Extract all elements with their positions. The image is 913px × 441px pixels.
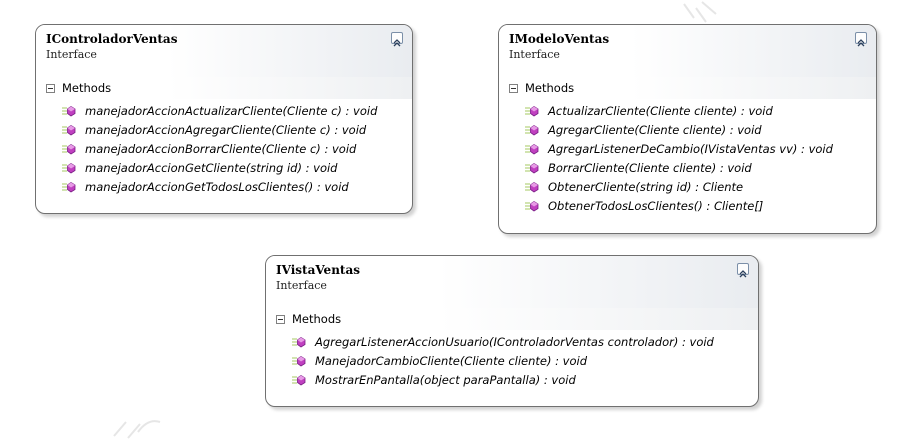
method-row[interactable]: AgregarCliente(Cliente cliente) : void — [525, 120, 876, 139]
method-signature: ManejadorCambioCliente(Cliente cliente) … — [315, 353, 587, 368]
method-list: AgregarListenerAccionUsuario(IControlado… — [266, 330, 758, 389]
method-signature: manejadorAccionBorrarCliente(Cliente c) … — [85, 141, 357, 156]
method-icon — [525, 105, 539, 116]
interface-name: IControladorVentas — [46, 32, 178, 46]
method-icon — [525, 162, 539, 173]
collapse-minus-icon[interactable] — [46, 83, 55, 93]
method-icon — [62, 143, 76, 154]
interface-name: IModeloVentas — [509, 32, 610, 46]
method-icon — [525, 143, 539, 154]
interface-stereotype: Interface — [46, 48, 97, 61]
interface-box[interactable]: IControladorVentas Interface Methods man… — [35, 24, 413, 214]
method-list: manejadorAccionActualizarCliente(Cliente… — [36, 99, 412, 196]
method-signature: manejadorAccionAgregarCliente(Cliente c)… — [85, 122, 367, 137]
collapse-chevron-icon[interactable] — [391, 32, 403, 47]
method-signature: manejadorAccionActualizarCliente(Cliente… — [85, 103, 378, 118]
method-row[interactable]: manejadorAccionAgregarCliente(Cliente c)… — [62, 120, 412, 139]
interface-header: IVistaVentas Interface — [266, 256, 758, 308]
methods-section-label: Methods — [62, 81, 112, 95]
methods-section-header[interactable]: Methods — [266, 308, 758, 330]
method-signature: ObtenerTodosLosClientes() : Cliente[] — [548, 198, 764, 213]
method-row[interactable]: manejadorAccionActualizarCliente(Cliente… — [62, 101, 412, 120]
double-chevron-up-icon — [739, 270, 747, 278]
methods-section-header[interactable]: Methods — [499, 77, 876, 99]
method-icon — [525, 200, 539, 211]
method-row[interactable]: AgregarListenerAccionUsuario(IControlado… — [292, 332, 758, 351]
method-row[interactable]: AgregarListenerDeCambio(IVistaVentas vv)… — [525, 139, 876, 158]
interface-box[interactable]: IVistaVentas Interface Methods AgregarLi… — [265, 255, 759, 407]
method-signature: AgregarListenerDeCambio(IVistaVentas vv)… — [548, 141, 833, 156]
method-icon — [62, 124, 76, 135]
interface-stereotype: Interface — [509, 48, 560, 61]
double-chevron-up-icon — [393, 39, 401, 47]
collapse-chevron-icon[interactable] — [737, 263, 749, 278]
method-signature: manejadorAccionGetCliente(string id) : v… — [85, 160, 338, 175]
method-list: ActualizarCliente(Cliente cliente) : voi… — [499, 99, 876, 215]
method-icon — [525, 124, 539, 135]
method-icon — [292, 355, 306, 366]
interface-name: IVistaVentas — [276, 263, 360, 277]
methods-section-label: Methods — [292, 312, 342, 326]
method-signature: MostrarEnPantalla(object paraPantalla) :… — [315, 372, 576, 387]
method-row[interactable]: manejadorAccionBorrarCliente(Cliente c) … — [62, 139, 412, 158]
method-row[interactable]: ActualizarCliente(Cliente cliente) : voi… — [525, 101, 876, 120]
method-row[interactable]: manejadorAccionGetTodosLosClientes() : v… — [62, 177, 412, 196]
method-row[interactable]: ManejadorCambioCliente(Cliente cliente) … — [292, 351, 758, 370]
interface-box[interactable]: IModeloVentas Interface Methods Actualiz… — [498, 24, 877, 234]
interface-header: IModeloVentas Interface — [499, 25, 876, 77]
double-chevron-up-icon — [857, 39, 865, 47]
method-icon — [62, 181, 76, 192]
method-signature: AgregarListenerAccionUsuario(IControlado… — [315, 334, 714, 349]
collapse-chevron-icon[interactable] — [855, 32, 867, 47]
method-signature: BorrarCliente(Cliente cliente) : void — [548, 160, 752, 175]
collapse-minus-icon[interactable] — [276, 314, 285, 324]
method-signature: ActualizarCliente(Cliente cliente) : voi… — [548, 103, 773, 118]
method-signature: manejadorAccionGetTodosLosClientes() : v… — [85, 179, 349, 194]
method-row[interactable]: ObtenerTodosLosClientes() : Cliente[] — [525, 196, 876, 215]
methods-section-label: Methods — [525, 81, 575, 95]
method-icon — [62, 162, 76, 173]
method-row[interactable]: MostrarEnPantalla(object paraPantalla) :… — [292, 370, 758, 389]
method-signature: AgregarCliente(Cliente cliente) : void — [548, 122, 762, 137]
method-row[interactable]: BorrarCliente(Cliente cliente) : void — [525, 158, 876, 177]
watermark-mark-top — [683, 1, 717, 23]
method-row[interactable]: manejadorAccionGetCliente(string id) : v… — [62, 158, 412, 177]
method-icon — [525, 181, 539, 192]
collapse-minus-icon[interactable] — [509, 83, 518, 93]
method-icon — [62, 105, 76, 116]
method-row[interactable]: ObtenerCliente(string id) : Cliente — [525, 177, 876, 196]
methods-section-header[interactable]: Methods — [36, 77, 412, 99]
method-icon — [292, 374, 306, 385]
interface-stereotype: Interface — [276, 279, 327, 292]
method-icon — [292, 336, 306, 347]
interface-header: IControladorVentas Interface — [36, 25, 412, 77]
method-signature: ObtenerCliente(string id) : Cliente — [548, 179, 744, 194]
watermark-mark-bottom — [113, 420, 161, 439]
